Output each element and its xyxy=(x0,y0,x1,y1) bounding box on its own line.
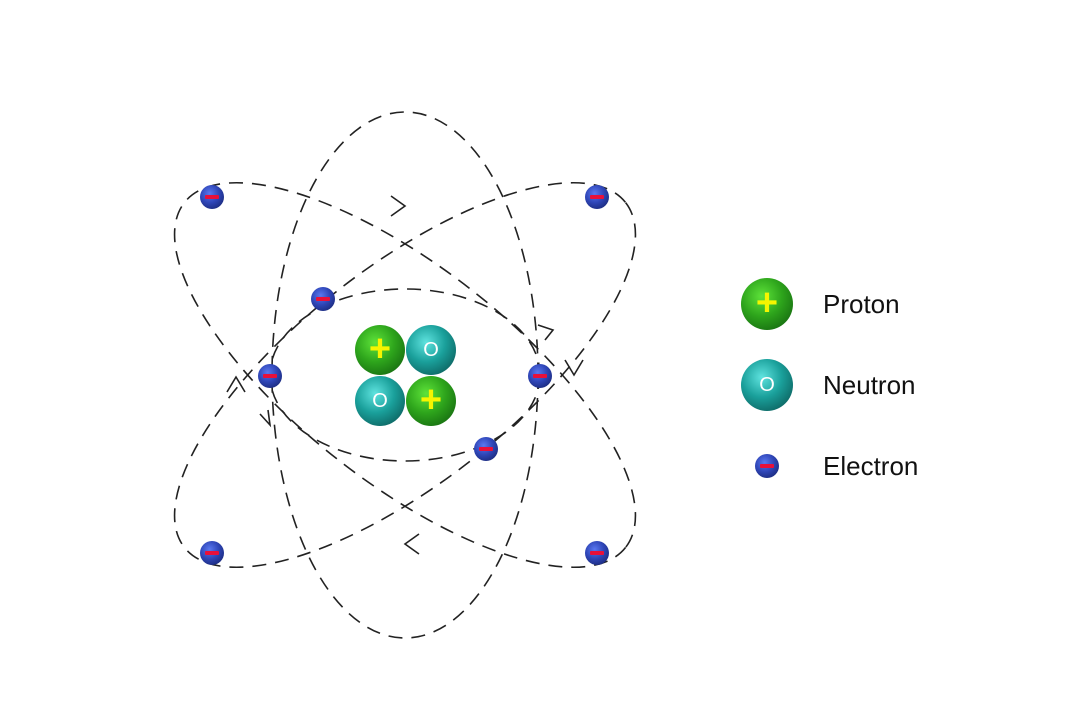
proton-symbol: + xyxy=(369,328,391,370)
proton-bottom-right: + xyxy=(406,376,456,426)
legend: + Proton O Neutron Electron xyxy=(741,278,918,481)
electron-outer-top-right xyxy=(585,185,609,209)
orbit-horizontal xyxy=(269,288,541,462)
electron-outer-top-left xyxy=(200,185,224,209)
neutron-symbol: O xyxy=(423,339,439,361)
neutron-symbol: O xyxy=(372,390,388,412)
electron-inner-bottom xyxy=(474,437,498,461)
legend-label-proton: Proton xyxy=(823,289,900,319)
neutron-icon xyxy=(741,359,793,411)
neutron-bottom-left: O xyxy=(355,376,405,426)
nucleus: + O O + xyxy=(355,325,456,426)
legend-item-neutron: O Neutron xyxy=(741,359,916,411)
electron-outer-bottom-right xyxy=(585,541,609,565)
arrow-down-right xyxy=(564,359,584,377)
electron-inner-left xyxy=(258,364,282,388)
orbit-diagonal-a xyxy=(173,181,637,569)
arrow-right-inner xyxy=(537,324,555,341)
arrow-up-left xyxy=(226,375,246,393)
electron-outer-bottom-left xyxy=(200,541,224,565)
proton-symbol: + xyxy=(756,282,778,324)
legend-item-electron: Electron xyxy=(755,451,918,481)
arrow-left-inner xyxy=(259,409,272,428)
arrow-top-center xyxy=(390,195,407,217)
electron-symbol xyxy=(760,464,774,468)
orbit-diagonal-b xyxy=(173,181,637,569)
proton-symbol: + xyxy=(420,379,442,421)
legend-label-electron: Electron xyxy=(823,451,918,481)
electron-inner-top xyxy=(311,287,335,311)
electron-inner-right xyxy=(528,364,552,388)
electrons xyxy=(200,185,609,565)
neutron-top-right: O xyxy=(406,325,456,375)
neutron-symbol: O xyxy=(759,374,775,396)
proton-top-left: + xyxy=(355,325,405,375)
legend-label-neutron: Neutron xyxy=(823,370,916,400)
orbit-vertical xyxy=(271,111,539,639)
legend-item-proton: + Proton xyxy=(741,278,900,330)
proton-icon xyxy=(741,278,793,330)
orbit-arrows xyxy=(226,195,584,555)
arrow-bottom-center xyxy=(403,533,420,555)
